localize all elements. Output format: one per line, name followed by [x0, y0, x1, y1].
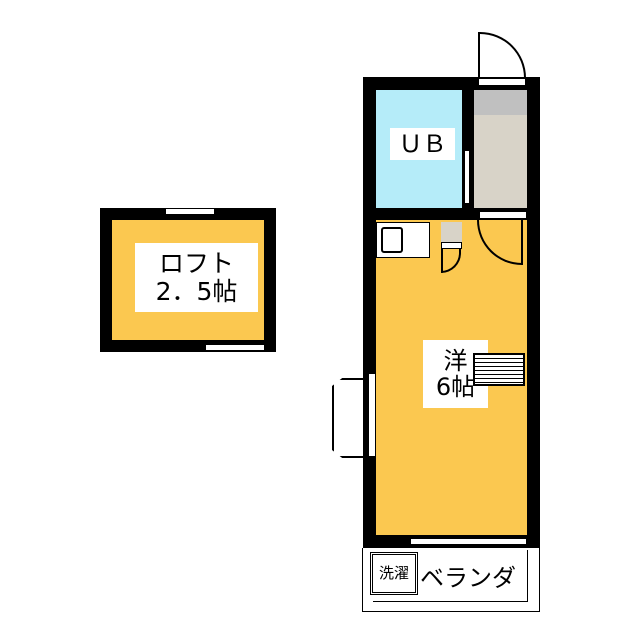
entry-floor	[474, 90, 527, 115]
balcony-window	[410, 538, 527, 545]
room-door-frame	[479, 211, 527, 219]
balcony	[362, 548, 540, 612]
loft-window-bottom	[205, 344, 265, 351]
bath-name: ＵＢ	[398, 129, 447, 158]
hall-floor	[474, 115, 527, 208]
loft-window-top	[165, 208, 215, 215]
loft-label: ロフト 2．5帖	[135, 243, 258, 312]
storage-door[interactable]	[441, 242, 462, 249]
bay-window	[368, 373, 376, 457]
loft-name: ロフト	[158, 249, 234, 278]
balcony-label: ベランダ	[420, 564, 516, 592]
bath-door[interactable]	[464, 150, 470, 204]
entry-door[interactable]	[478, 32, 526, 78]
loft-size: 2．5帖	[155, 276, 238, 306]
bay-window-frame	[332, 378, 366, 458]
laundry-space: 洗濯	[370, 552, 418, 595]
bath-label: ＵＢ	[390, 128, 455, 160]
entry-threshold	[478, 78, 526, 86]
stairs[interactable]	[473, 353, 525, 386]
western-label: 洋 6帖	[423, 340, 488, 408]
sink-icon	[381, 227, 403, 253]
storage	[441, 222, 462, 242]
western-size: 6帖	[435, 373, 476, 401]
western-name: 洋	[443, 346, 468, 375]
balcony-rail	[373, 550, 528, 602]
laundry-name: 洗濯	[378, 564, 409, 583]
